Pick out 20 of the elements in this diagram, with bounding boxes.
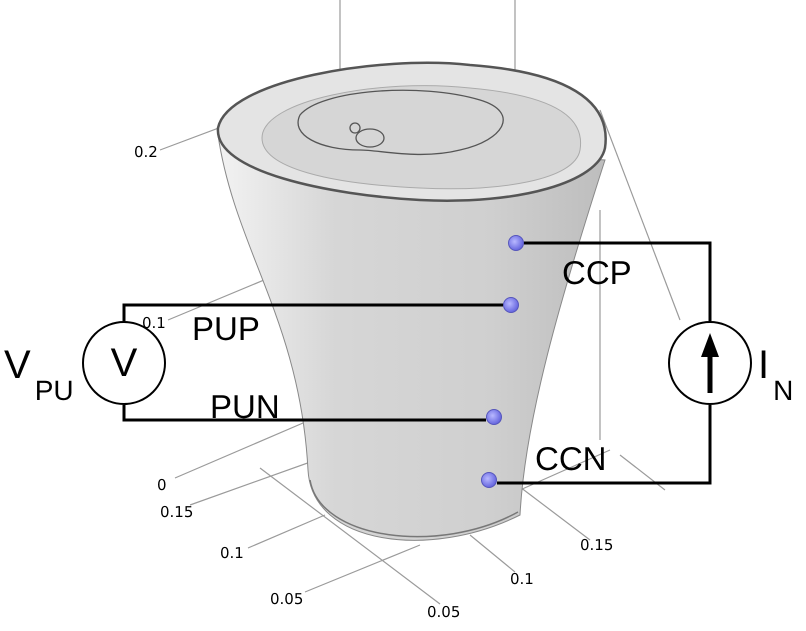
- quantity-label: I$_{N}$: [758, 345, 794, 405]
- circuit-wire: [497, 405, 712, 484]
- meter-symbol: V: [110, 343, 138, 383]
- axis-tick-label: 0.15: [580, 538, 614, 553]
- electrode-label: PUP: [192, 312, 260, 345]
- circuit-wire: [524, 242, 712, 321]
- axis-tick-label: 0.15: [160, 505, 194, 520]
- circuit-wire: [122, 304, 503, 321]
- circuit-wire: [122, 405, 486, 422]
- axis-tick-label: 0.1: [142, 316, 166, 331]
- electrode-label: CCN: [535, 442, 606, 475]
- axis-tick-label: 0.05: [427, 605, 460, 620]
- axis-tick-label: 0.05: [270, 592, 304, 607]
- axis-tick-label: 0.2: [134, 145, 158, 160]
- electrode-label: CCP: [562, 256, 632, 289]
- axis-tick-label: 0.1: [510, 572, 534, 587]
- axis-tick-label: 0: [157, 478, 167, 493]
- quantity-label: V$_{PU}$: [4, 345, 74, 405]
- electrode-label: PUN: [210, 390, 280, 423]
- axis-tick-label: 0.1: [220, 546, 244, 561]
